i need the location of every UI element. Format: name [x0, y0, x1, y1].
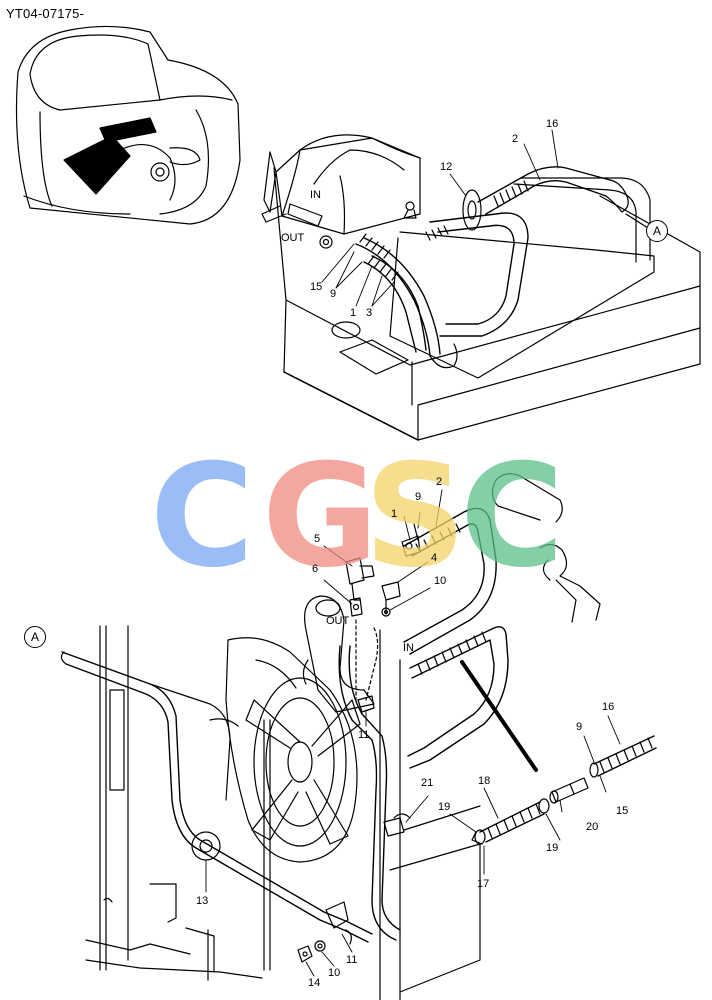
callout-5-mid: 5: [314, 533, 321, 545]
callout-2-upper: 2: [512, 133, 519, 145]
callout-10-bottom: 10: [328, 967, 341, 979]
callout-3-upper: 3: [366, 307, 373, 319]
callout-6-mid: 6: [312, 563, 319, 575]
callout-15-upper: 15: [310, 281, 323, 293]
callout-11-mid: 11: [358, 729, 370, 741]
callout-15-detail: 15: [616, 805, 629, 817]
reference-marker-a-upper: A: [646, 220, 668, 242]
watermark-letter-s: S: [364, 434, 467, 599]
flow-label-in-upper: IN: [310, 189, 321, 201]
watermark-letter-c2: C: [460, 434, 565, 599]
flow-label-out-lower: OUT: [326, 615, 350, 627]
watermark-letter-c: C: [150, 434, 255, 599]
callout-20-detail: 20: [586, 821, 599, 833]
callout-9-detail: 9: [576, 721, 583, 733]
callout-2-mid: 2: [436, 476, 443, 488]
document-id: YT04-07175-: [6, 6, 85, 21]
compressor-fittings: [345, 523, 421, 713]
callout-18-detail: 18: [478, 775, 491, 787]
callout-17-detail: 17: [477, 878, 490, 890]
callout-19-detail-right: 19: [546, 842, 559, 854]
callout-9-upper: 9: [330, 288, 337, 300]
callout-12-upper: 12: [440, 161, 453, 173]
callout-19-detail-left: 19: [438, 801, 451, 813]
callout-1-mid: 1: [391, 508, 398, 520]
callout-13-bottom: 13: [196, 895, 209, 907]
flow-label-out-upper: OUT: [281, 232, 305, 244]
callout-14-bottom: 14: [308, 977, 321, 989]
engine-compartment-lower-view: [60, 473, 601, 1000]
cab-overview-inset: [15, 25, 241, 225]
leader-lines: [205, 129, 621, 977]
callout-16-detail: 16: [602, 701, 615, 713]
watermark-letter-g: G: [262, 434, 379, 599]
callout-10-mid: 10: [434, 575, 447, 587]
heater-unit-upper-view: [261, 134, 701, 441]
reference-marker-a-lower: A: [24, 626, 46, 648]
callout-11-bottom: 11: [346, 954, 358, 966]
callout-4-mid: 4: [431, 552, 438, 564]
callout-21-detail: 21: [421, 777, 434, 789]
hose-detail-exploded: [471, 735, 657, 845]
callout-1-upper: 1: [350, 307, 357, 319]
flow-label-in-lower: IN: [403, 642, 414, 654]
callout-9-mid: 9: [415, 491, 422, 503]
callout-16-upper: 16: [546, 118, 559, 130]
